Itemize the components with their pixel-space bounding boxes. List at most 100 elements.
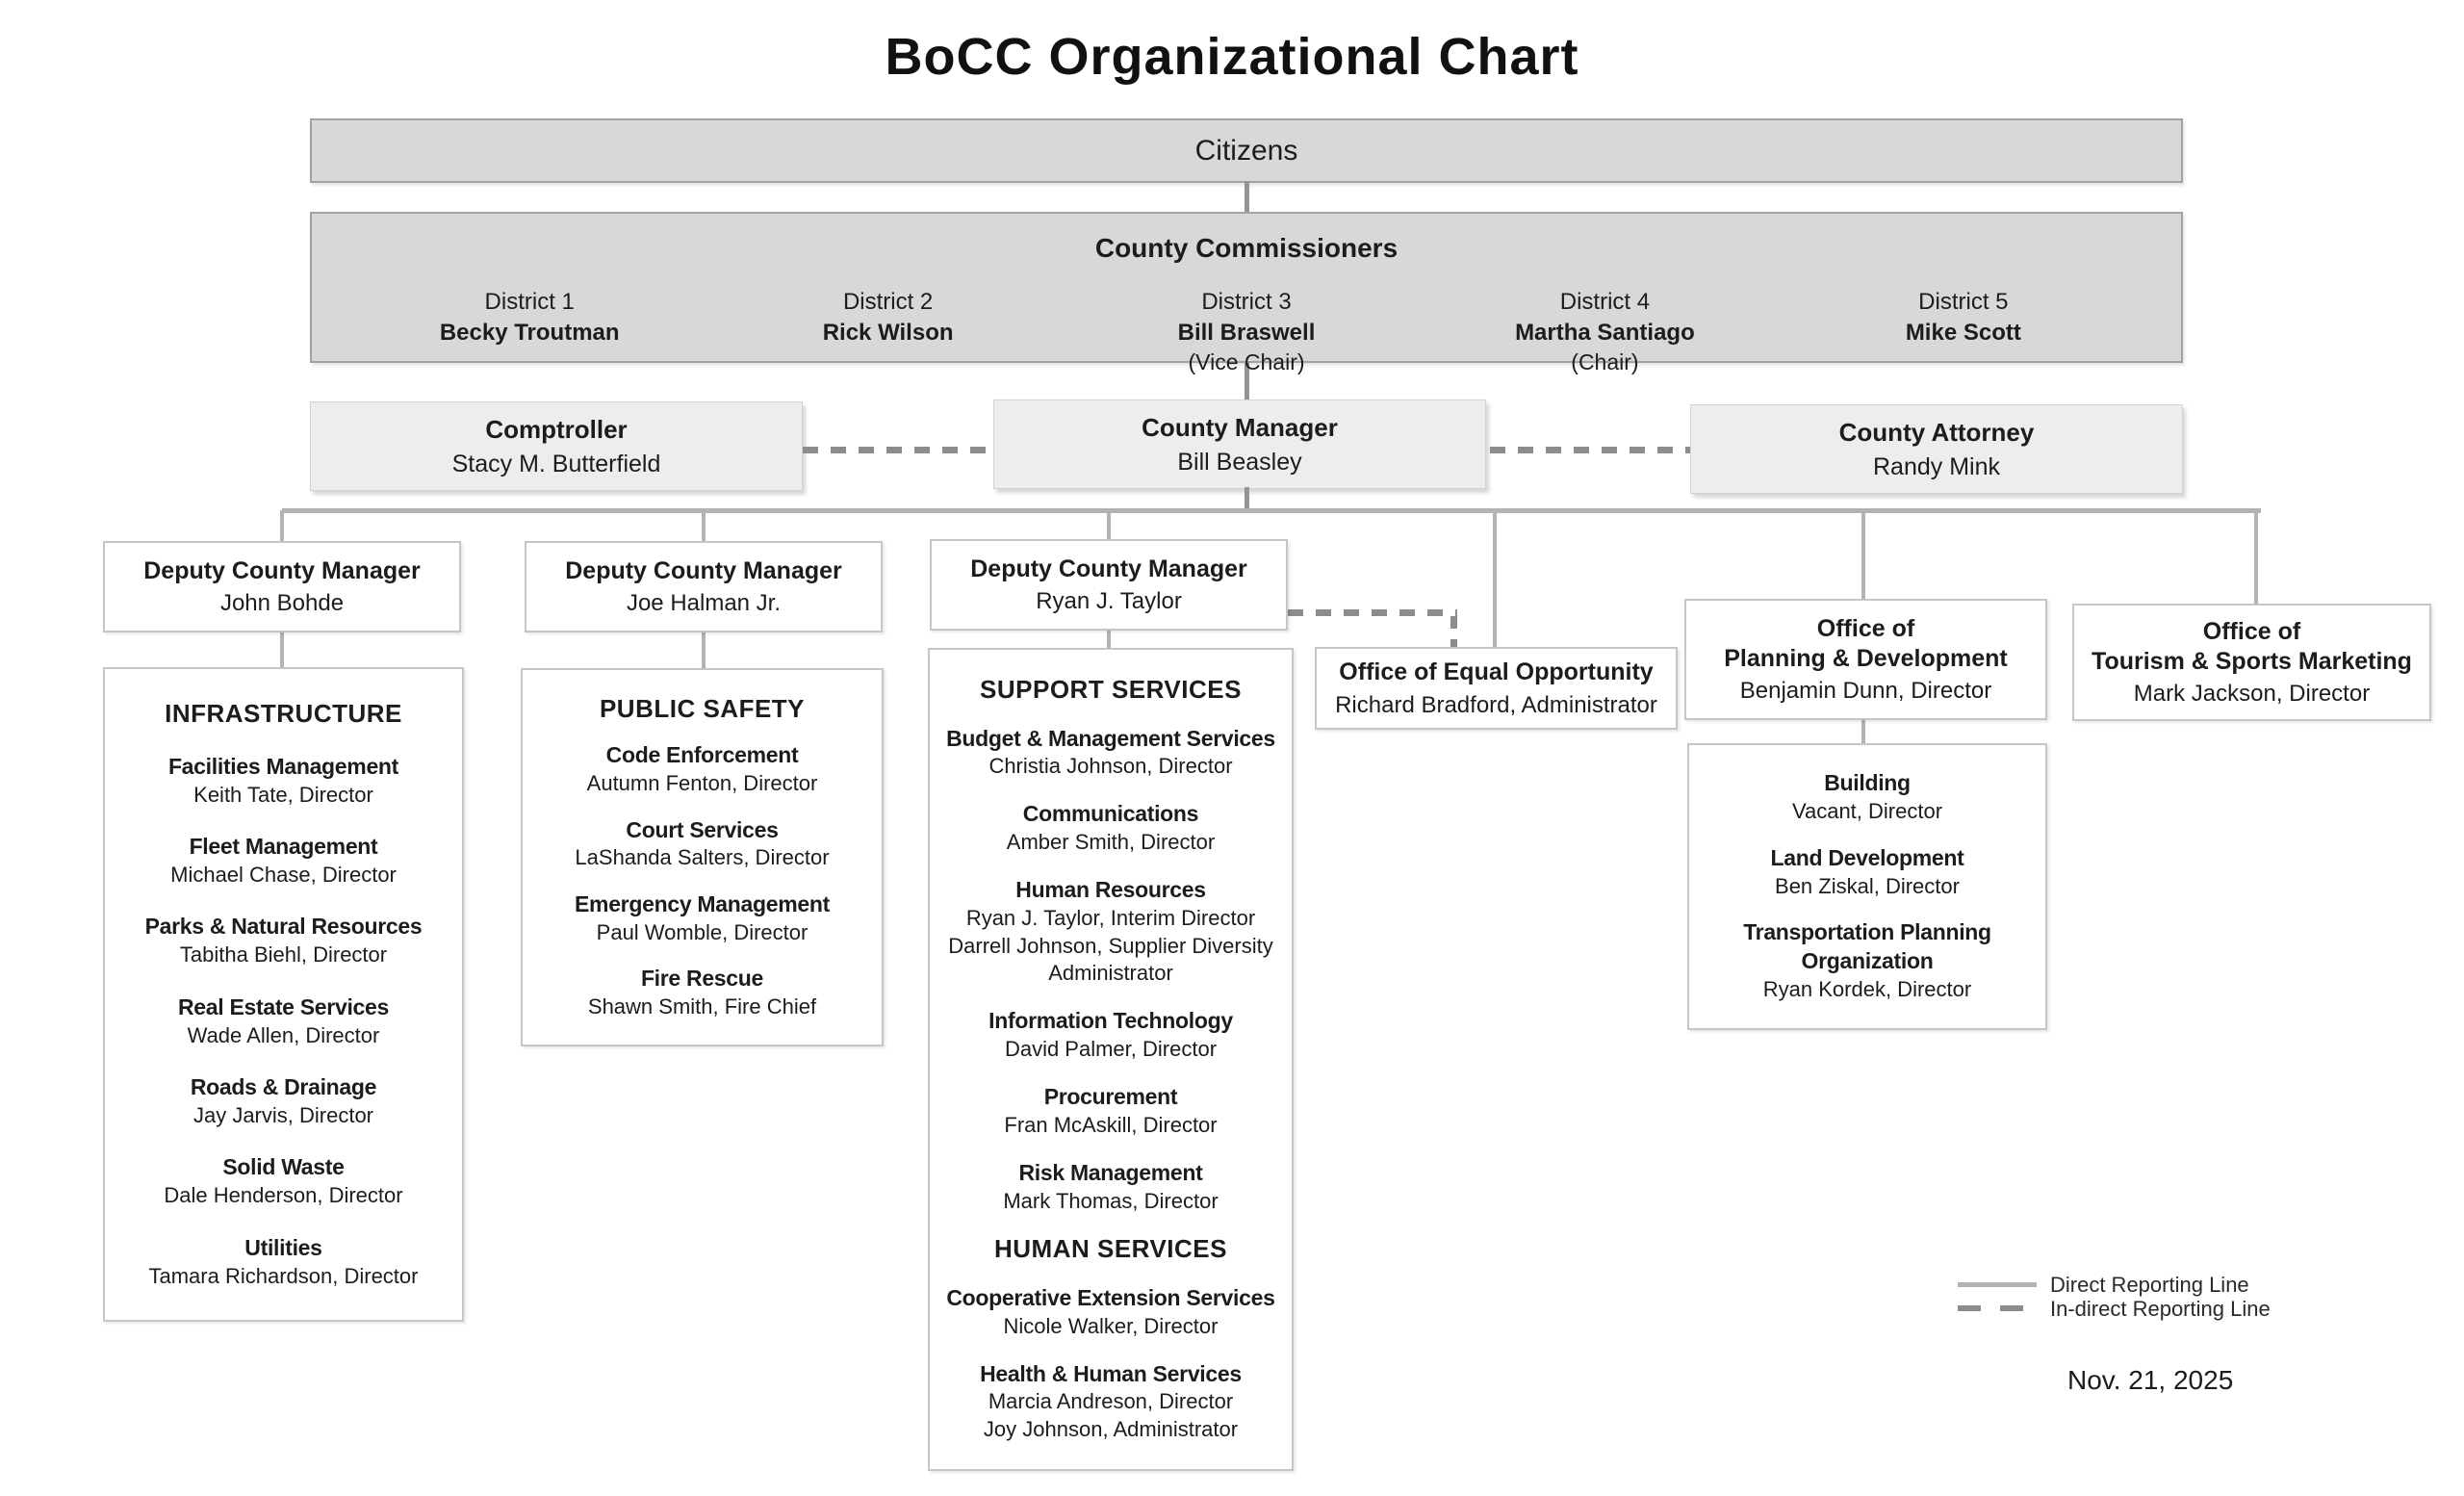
dept-name: Risk Management [1018, 1159, 1203, 1185]
office-tourism-sports-marketing-box: Office of Tourism & Sports Marketing Mar… [2072, 604, 2431, 721]
dept-name: Court Services [626, 816, 779, 842]
section-header: HUMAN SERVICES [993, 1234, 1227, 1264]
dept-person: Christia Johnson, Director [988, 754, 1233, 779]
district-label: District 1 [484, 289, 575, 315]
dept-person: Fran McAskill, Director [1004, 1112, 1218, 1137]
deputy-title: Deputy County Manager [565, 556, 842, 584]
office-equal-opportunity-box: Office of Equal Opportunity Richard Brad… [1315, 647, 1678, 730]
dept-name: Emergency Management [575, 890, 830, 916]
exec-name: Stacy M. Butterfield [451, 450, 661, 477]
dept-name: Fleet Management [189, 834, 378, 860]
connector-commissioners-manager [1245, 361, 1249, 401]
dept-item: Parks & Natural Resources Tabitha Biehl,… [145, 913, 423, 968]
dept-name: Communications [1022, 801, 1199, 827]
deputy-title: Deputy County Manager [970, 555, 1247, 582]
deputy-name: Joe Halman Jr. [626, 589, 782, 616]
drop-line-tourism [2254, 510, 2258, 606]
dept-person: Ryan J. Taylor, Interim Director [965, 906, 1256, 931]
commissioner-name: Bill Braswell [1177, 319, 1316, 346]
page-title: BoCC Organizational Chart [885, 28, 1579, 86]
dept-item: Information Technology David Palmer, Dir… [988, 1007, 1233, 1063]
drop-line-planning-development [1861, 510, 1865, 601]
public-safety-box: PUBLIC SAFETY Code Enforcement Autumn Fe… [521, 668, 884, 1046]
exec-title: County Attorney [1838, 417, 2035, 447]
deputy-title: Deputy County Manager [143, 556, 421, 584]
commissioner-district-3: District 3 Bill Braswell (Vice Chair) [1067, 287, 1425, 377]
connector-deputy1-infrastructure [280, 631, 284, 669]
chart-date: Nov. 21, 2025 [2067, 1365, 2234, 1395]
dept-item: Budget & Management Services Christia Jo… [946, 725, 1275, 781]
dept-item: Fire Rescue Shawn Smith, Fire Chief [588, 965, 816, 1020]
dept-item: Roads & Drainage Jay Jarvis, Director [190, 1073, 377, 1129]
county-manager-box: County Manager Bill Beasley [993, 400, 1486, 489]
dept-name: Procurement [1043, 1083, 1178, 1109]
dept-item: Real Estate Services Wade Allen, Directo… [178, 993, 389, 1049]
dept-name: Health & Human Services [980, 1360, 1242, 1386]
deputy-county-manager-3-box: Deputy County Manager Ryan J. Taylor [930, 539, 1288, 631]
district-label: District 4 [1559, 289, 1651, 315]
connector-deputy2-public-safety [702, 631, 706, 670]
drop-line-equal-opportunity [1493, 510, 1497, 649]
legend-direct-label: Direct Reporting Line [2050, 1273, 2249, 1297]
drop-line-deputy2 [702, 510, 706, 543]
commissioner-district-5: District 5 Mike Scott [1784, 287, 2143, 377]
commissioner-district-1: District 1 Becky Troutman [350, 287, 708, 377]
office-person: Mark Jackson, Director [2133, 681, 2371, 708]
commissioner-district-4: District 4 Martha Santiago (Chair) [1425, 287, 1784, 377]
dept-name: Human Resources [1015, 877, 1206, 903]
main-reporting-line [282, 508, 2261, 513]
office-title: Office of Tourism & Sports Marketing [2092, 617, 2412, 678]
drop-line-deputy1 [280, 510, 284, 543]
citizens-label: Citizens [1194, 134, 1298, 167]
office-title: Office of Equal Opportunity [1339, 658, 1654, 686]
dept-item: Code Enforcement Autumn Fenton, Director [587, 741, 818, 797]
dept-item: Facilities Management Keith Tate, Direct… [168, 753, 398, 809]
dept-person: Vacant, Director [1791, 799, 1943, 824]
commissioner-name: Becky Troutman [439, 319, 620, 346]
exec-name: Randy Mink [1873, 452, 2000, 480]
dept-name: Solid Waste [222, 1154, 345, 1180]
connector-manager-tree [1245, 487, 1249, 510]
dept-name: Budget & Management Services [946, 725, 1275, 751]
dept-name: Parks & Natural Resources [144, 914, 423, 940]
dept-name: Real Estate Services [177, 993, 390, 1019]
exec-name: Bill Beasley [1177, 448, 1302, 476]
dept-item: Fleet Management Michael Chase, Director [170, 833, 397, 889]
exec-title: Comptroller [485, 414, 628, 444]
dept-name: Roads & Drainage [190, 1074, 377, 1099]
commissioner-district-2: District 2 Rick Wilson [708, 287, 1066, 377]
commissioner-name: Martha Santiago [1515, 319, 1695, 346]
dept-name: Facilities Management [167, 753, 399, 779]
indirect-line-comptroller-manager [803, 447, 993, 453]
dept-person: David Palmer, Director [1004, 1037, 1218, 1062]
office-person: Benjamin Dunn, Director [1739, 678, 1992, 705]
support-services-box: SUPPORT SERVICES Budget & Management Ser… [928, 648, 1294, 1471]
dept-person: Autumn Fenton, Director [586, 771, 818, 796]
connector-planning-subdepartments [1861, 718, 1865, 745]
dept-person: Ben Ziskal, Director [1775, 873, 1960, 898]
office-title-line2: Tourism & Sports Marketing [2092, 648, 2412, 675]
dept-person: Joy Johnson, Administrator [983, 1417, 1239, 1442]
deputy-name: Ryan J. Taylor [1036, 587, 1182, 614]
dept-item: Cooperative Extension Services Nicole Wa… [946, 1284, 1275, 1340]
dept-item: Building Vacant, Director [1792, 769, 1942, 825]
section-header: PUBLIC SAFETY [599, 693, 806, 723]
dept-name: Land Development [1770, 844, 1964, 870]
dept-person: Marcia Andreson, Director [988, 1389, 1234, 1414]
office-title-line1: Office of [1816, 614, 1915, 642]
dept-item: Utilities Tamara Richardson, Director [149, 1234, 419, 1290]
section-header: SUPPORT SERVICES [980, 675, 1242, 705]
dept-item: Court Services LaShanda Salters, Directo… [575, 816, 829, 872]
dept-name: Building [1824, 770, 1911, 796]
dept-person: Tabitha Biehl, Director [179, 942, 388, 967]
dept-item: Land Development Ben Ziskal, Director [1771, 844, 1964, 900]
dept-person: Tamara Richardson, Director [148, 1263, 419, 1288]
dept-person: Wade Allen, Director [187, 1022, 380, 1047]
deputy-name: John Bohde [219, 589, 345, 616]
dept-person: Michael Chase, Director [170, 862, 397, 887]
dept-person: Darrell Johnson, Supplier Diversity Admi… [948, 933, 1273, 986]
connector-deputy3-support-services [1107, 629, 1111, 650]
dept-name: Fire Rescue [640, 965, 764, 991]
dept-name: Transportation Planning Organization [1743, 919, 1991, 974]
office-title-line2: Planning & Development [1724, 645, 2008, 672]
